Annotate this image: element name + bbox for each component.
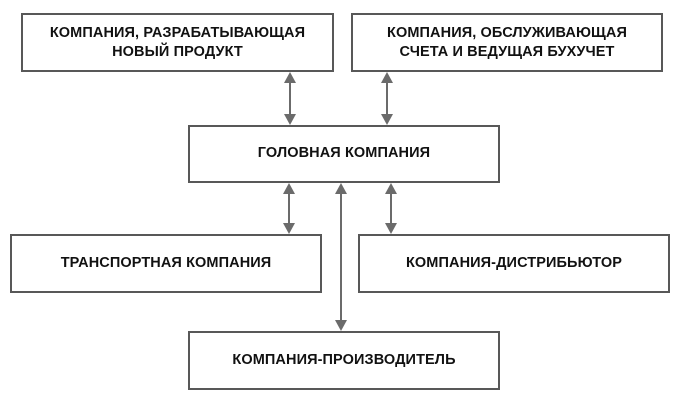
arrowhead-up-icon bbox=[335, 183, 347, 194]
node-accounting-label: КОМПАНИЯ, ОБСЛУЖИВАЮЩАЯ СЧЕТА И ВЕДУЩАЯ … bbox=[387, 24, 627, 60]
connector-shaft bbox=[386, 78, 388, 119]
node-head-company-label: ГОЛОВНАЯ КОМПАНИЯ bbox=[257, 145, 431, 162]
node-head-company[interactable]: ГОЛОВНАЯ КОМПАНИЯ bbox=[188, 125, 500, 183]
arrowhead-down-icon bbox=[335, 320, 347, 331]
node-transport-label: ТРАНСПОРТНАЯ КОМПАНИЯ bbox=[60, 254, 272, 271]
arrowhead-down-icon bbox=[284, 114, 296, 125]
node-transport[interactable]: ТРАНСПОРТНАЯ КОМПАНИЯ bbox=[10, 234, 322, 293]
arrowhead-up-icon bbox=[284, 72, 296, 83]
connector-head-transport bbox=[279, 183, 299, 234]
connector-shaft bbox=[340, 189, 342, 325]
node-distributor[interactable]: КОМПАНИЯ-ДИСТРИБЬЮТОР bbox=[358, 234, 670, 293]
arrowhead-down-icon bbox=[385, 223, 397, 234]
connector-developer-head bbox=[280, 72, 300, 125]
node-distributor-label: КОМПАНИЯ-ДИСТРИБЬЮТОР bbox=[405, 254, 623, 271]
node-developer[interactable]: КОМПАНИЯ, РАЗРАБАТЫВАЮЩАЯ НОВЫЙ ПРОДУКТ bbox=[21, 13, 334, 72]
arrowhead-down-icon bbox=[283, 223, 295, 234]
connector-accounting-head bbox=[377, 72, 397, 125]
connector-head-manufacturer bbox=[331, 183, 351, 331]
connector-head-distributor bbox=[381, 183, 401, 234]
arrowhead-up-icon bbox=[381, 72, 393, 83]
connector-shaft bbox=[390, 189, 392, 228]
connector-shaft bbox=[288, 189, 290, 228]
node-manufacturer[interactable]: КОМПАНИЯ-ПРОИЗВОДИТЕЛЬ bbox=[188, 331, 500, 390]
node-developer-label: КОМПАНИЯ, РАЗРАБАТЫВАЮЩАЯ НОВЫЙ ПРОДУКТ bbox=[49, 24, 306, 60]
arrowhead-down-icon bbox=[381, 114, 393, 125]
arrowhead-up-icon bbox=[385, 183, 397, 194]
arrowhead-up-icon bbox=[283, 183, 295, 194]
node-accounting[interactable]: КОМПАНИЯ, ОБСЛУЖИВАЮЩАЯ СЧЕТА И ВЕДУЩАЯ … bbox=[351, 13, 663, 72]
connector-shaft bbox=[289, 78, 291, 119]
node-manufacturer-label: КОМПАНИЯ-ПРОИЗВОДИТЕЛЬ bbox=[232, 351, 456, 368]
